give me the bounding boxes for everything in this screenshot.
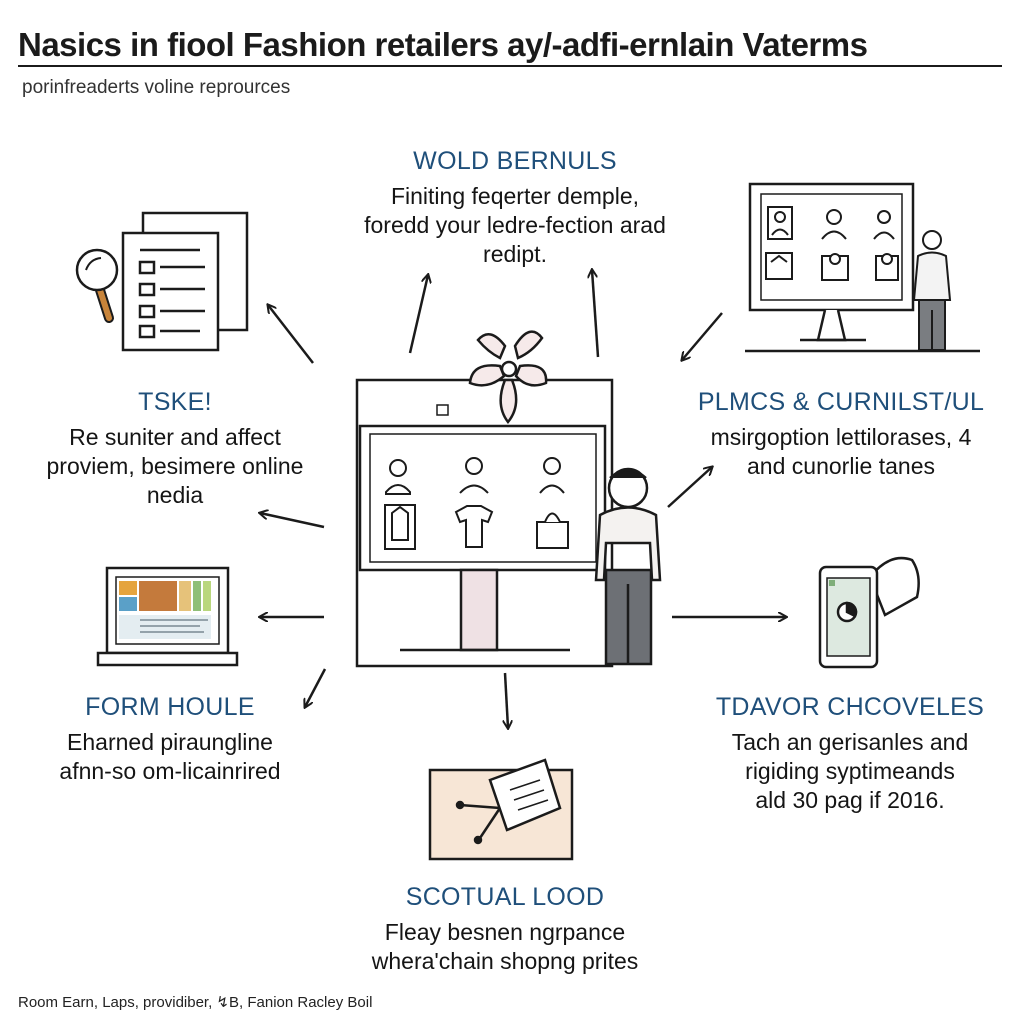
block-top-heading: WOLD BERNULS (330, 147, 700, 176)
block-left-line-2: proviem, besimere online (20, 452, 330, 481)
documents-icon (123, 213, 247, 350)
block-bottom-line-2: whera'chain shopng prites (330, 947, 680, 976)
arrow-to-documents (268, 305, 313, 363)
magnifier-icon (77, 250, 117, 318)
block-right-heading: PLMCS & CURNILST/UL (676, 388, 1006, 417)
laptop-screen-content (119, 581, 211, 639)
block-bottom-desc: Fleay besnen ngrpance whera'chain shopng… (330, 918, 680, 976)
block-bottom-line-1: Fleay besnen ngrpance (330, 918, 680, 947)
block-left: TSKE! Re suniter and affect proviem, bes… (20, 388, 330, 510)
block-bottom-left: FORM HOULE Eharned piraungline afnn-so o… (20, 693, 320, 786)
block-right-line-1: msirgoption lettilorases, 4 (676, 423, 1006, 452)
block-right-desc: msirgoption lettilorases, 4 and cunorlie… (676, 423, 1006, 481)
arrow-up-right (592, 270, 598, 357)
block-bottom: SCOTUAL LOOD Fleay besnen ngrpance whera… (330, 883, 680, 976)
arrow-from-monitor (682, 313, 722, 360)
block-left-heading: TSKE! (20, 388, 330, 417)
block-top-line-2: foredd your ledre-fection arad (330, 211, 700, 240)
block-bottom-left-heading: FORM HOULE (20, 693, 320, 722)
block-bottom-right-desc: Tach an gerisanles and rigiding syptimea… (700, 728, 1000, 815)
block-top-line-3: redipt. (330, 240, 700, 269)
phone-icon (820, 558, 919, 667)
block-bottom-heading: SCOTUAL LOOD (330, 883, 680, 912)
person-small-icon (914, 231, 950, 350)
block-bottom-right-heading: TDAVOR CHCOVELES (700, 693, 1000, 722)
block-left-line-1: Re suniter and affect (20, 423, 330, 452)
block-left-desc: Re suniter and affect proviem, besimere … (20, 423, 330, 510)
block-left-line-3: nedia (20, 481, 330, 510)
footer-text: Room Earn, Laps, providiber, ↯B, Fanion … (18, 993, 372, 1011)
bottom-panel-icon (430, 760, 572, 859)
arrow-to-box (505, 673, 508, 728)
block-bottom-right-line-3: ald 30 pag if 2016. (700, 786, 1000, 815)
arrow-up-left (410, 275, 428, 353)
block-top-line-1: Finiting feqerter demple, (330, 182, 700, 211)
block-right: PLMCS & CURNILST/UL msirgoption lettilor… (676, 388, 1006, 481)
block-bottom-left-desc: Eharned piraungline afnn-so om-licainrir… (20, 728, 320, 786)
block-bottom-right: TDAVOR CHCOVELES Tach an gerisanles and … (700, 693, 1000, 815)
block-bottom-right-line-1: Tach an gerisanles and (700, 728, 1000, 757)
block-top: WOLD BERNULS Finiting feqerter demple, f… (330, 147, 700, 269)
block-bottom-left-line-2: afnn-so om-licainrired (20, 757, 320, 786)
block-bottom-left-line-1: Eharned piraungline (20, 728, 320, 757)
arrow-to-left-text (260, 513, 324, 527)
block-right-line-2: and cunorlie tanes (676, 452, 1006, 481)
block-top-desc: Finiting feqerter demple, foredd your le… (330, 182, 700, 269)
block-bottom-right-line-2: rigiding syptimeands (700, 757, 1000, 786)
